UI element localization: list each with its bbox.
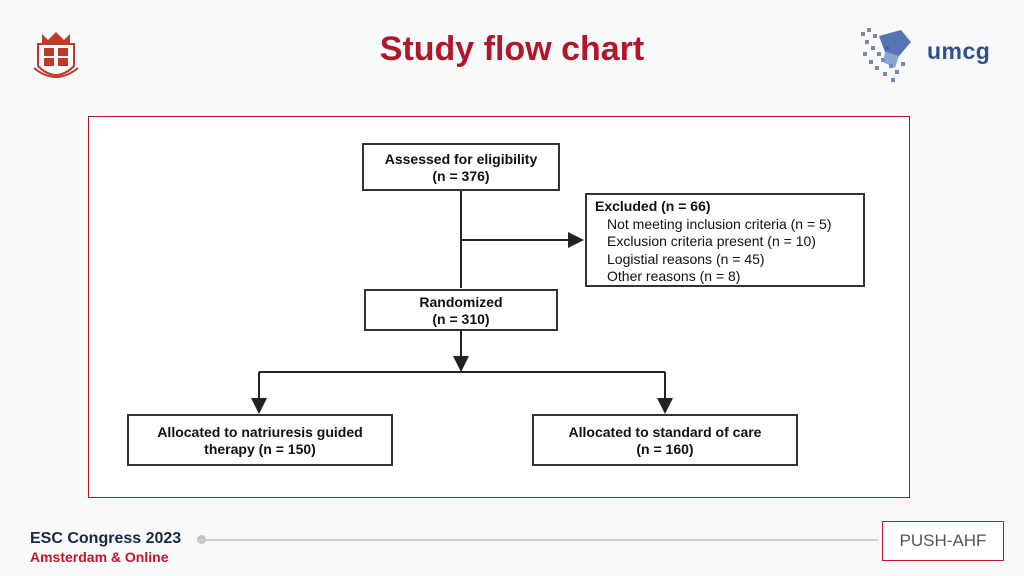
umcg-logo <box>855 22 1015 88</box>
assessed-count: (n = 376) <box>432 168 490 184</box>
excluded-box: Excluded (n = 66) Not meeting inclusion … <box>585 193 865 287</box>
excluded-reason: Other reasons (n = 8) <box>607 268 741 284</box>
assessed-box: Assessed for eligibility (n = 376) <box>362 143 560 191</box>
arm-right-count: (n = 160) <box>636 441 694 457</box>
arm-left-count: therapy (n = 150) <box>204 441 316 457</box>
page-title: Study flow chart <box>379 30 645 68</box>
excluded-reason: Exclusion criteria present (n = 10) <box>607 233 816 249</box>
study-flowchart: Assessed for eligibility (n = 376) Exclu… <box>88 116 910 498</box>
arm-right-box: Allocated to standard of care (n = 160) <box>532 414 798 466</box>
randomized-box: Randomized (n = 310) <box>364 289 558 331</box>
congress-name: ESC Congress 2023 <box>30 530 182 547</box>
arm-left-label: Allocated to natriuresis guided <box>157 424 363 440</box>
congress-location: Amsterdam & Online <box>30 549 169 565</box>
arm-left-box: Allocated to natriuresis guided therapy … <box>127 414 393 466</box>
footer-divider <box>198 539 878 541</box>
randomized-label: Randomized <box>419 294 503 310</box>
university-seal-logo <box>30 24 82 86</box>
assessed-label: Assessed for eligibility <box>384 151 538 167</box>
umcg-logo-text: umcg <box>927 38 991 64</box>
esc-congress-logo: ESC Congress 2023 Amsterdam & Online <box>30 530 181 565</box>
excluded-reason: Not meeting inclusion criteria (n = 5) <box>607 215 832 232</box>
flowchart-connectors <box>251 190 673 414</box>
excluded-heading: Excluded (n = 66) <box>595 198 711 214</box>
arm-right-label: Allocated to standard of care <box>568 424 762 440</box>
excluded-reason: Logistial reasons (n = 45) <box>607 250 765 267</box>
randomized-count: (n = 310) <box>432 311 490 327</box>
study-tag: PUSH-AHF <box>882 521 1004 561</box>
